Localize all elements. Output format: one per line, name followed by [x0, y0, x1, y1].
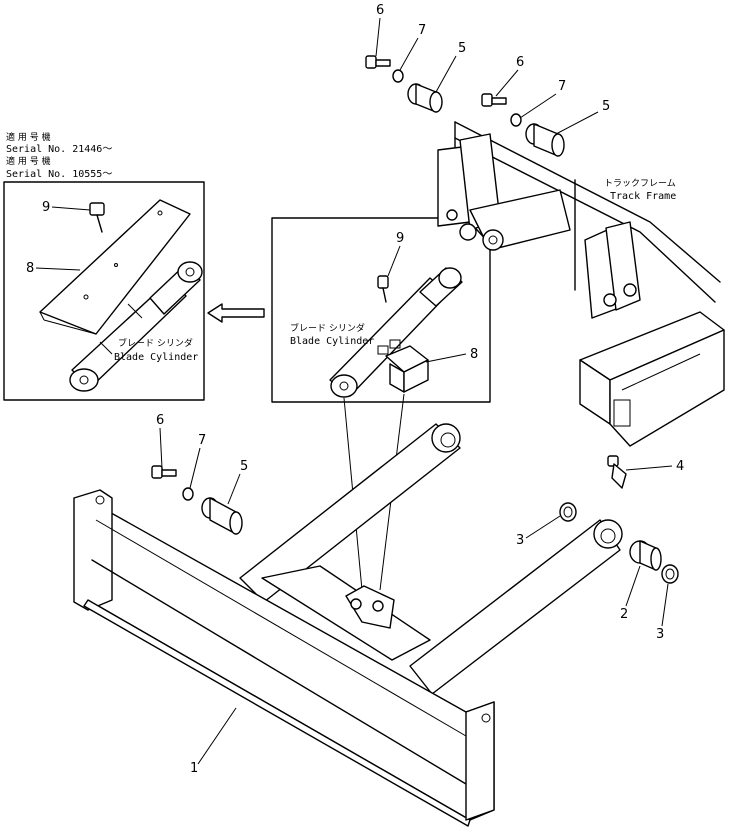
callout-5-middle: 5 — [240, 459, 248, 474]
pin-group-top-right: 6 7 5 — [481, 55, 610, 157]
washer-icon — [510, 113, 522, 127]
serial-note-serial-1: Serial No. 21446～ — [6, 144, 112, 155]
bolt-icon — [365, 55, 391, 69]
bolt-icon — [151, 465, 177, 479]
callout-3-right: 3 — [656, 627, 664, 642]
detail-box-left: 9 8 ブレード シリンダ Blade Cylinder — [3, 181, 205, 401]
bolt-icon-left — [89, 202, 105, 233]
callout-6-top: 6 — [376, 3, 384, 18]
grease-fitting-icon — [607, 455, 627, 489]
callout-8-center: 8 — [470, 347, 478, 362]
blade-cylinder-en-center: Blade Cylinder — [290, 336, 374, 347]
blade-cylinder-en-left: Blade Cylinder — [114, 352, 198, 363]
callout-9-center: 9 — [396, 231, 404, 246]
callout-7-middle: 7 — [198, 433, 206, 448]
seal-icon — [661, 564, 679, 584]
serial-note-jp-2: 適 用 号 機 — [6, 155, 51, 167]
serial-note-serial-2: Serial No. 10555～ — [6, 169, 112, 180]
callout-9-left: 9 — [42, 200, 50, 215]
bushing-icon — [629, 540, 662, 571]
blade-cylinder-center — [329, 267, 463, 398]
callout-2: 2 — [620, 607, 628, 622]
blade-cylinder-left — [69, 261, 203, 392]
plate-left — [39, 199, 191, 335]
callout-5-top: 5 — [458, 41, 466, 56]
dozer-blade-assembly: 1 — [73, 423, 623, 827]
pin-group-middle: 6 7 5 — [151, 413, 248, 535]
callout-6-right: 6 — [516, 55, 524, 70]
bushing-group: 3 2 3 — [516, 502, 679, 642]
washer-icon — [392, 69, 404, 83]
pin-icon — [407, 83, 443, 113]
track-frame: トラックフレーム Track Frame — [437, 121, 725, 447]
pin-group-top-left: 6 7 5 — [365, 3, 466, 113]
pin-icon — [201, 497, 243, 535]
callout-7-right: 7 — [558, 79, 566, 94]
callout-7-top: 7 — [418, 23, 426, 38]
bolt-icon — [481, 93, 507, 107]
callout-5-right: 5 — [602, 99, 610, 114]
bolt-icon-center — [377, 275, 389, 303]
seal-icon — [559, 502, 577, 522]
serial-note: 適 用 号 機 Serial No. 21446～ 適 用 号 機 Serial… — [6, 131, 112, 180]
blade-cylinder-jp-left: ブレード シリンダ — [118, 337, 193, 349]
serial-note-jp-1: 適 用 号 機 — [6, 131, 51, 143]
callout-6-middle: 6 — [156, 413, 164, 428]
washer-icon — [182, 487, 194, 501]
track-frame-en: Track Frame — [610, 191, 676, 202]
bracket-center — [377, 339, 429, 393]
callout-4: 4 — [676, 459, 684, 474]
grease-fitting-group: 4 — [607, 455, 684, 489]
detail-box-center: 9 8 ブレード シリンダ Blade Cylinder — [271, 217, 491, 403]
pin-icon — [525, 123, 565, 157]
track-frame-jp: トラックフレーム — [604, 178, 676, 189]
callout-3-left: 3 — [516, 533, 524, 548]
arrow-left-icon — [207, 303, 265, 323]
blade-cylinder-jp-center: ブレード シリンダ — [290, 322, 365, 334]
callout-1: 1 — [190, 761, 198, 776]
callout-8-left: 8 — [26, 261, 34, 276]
